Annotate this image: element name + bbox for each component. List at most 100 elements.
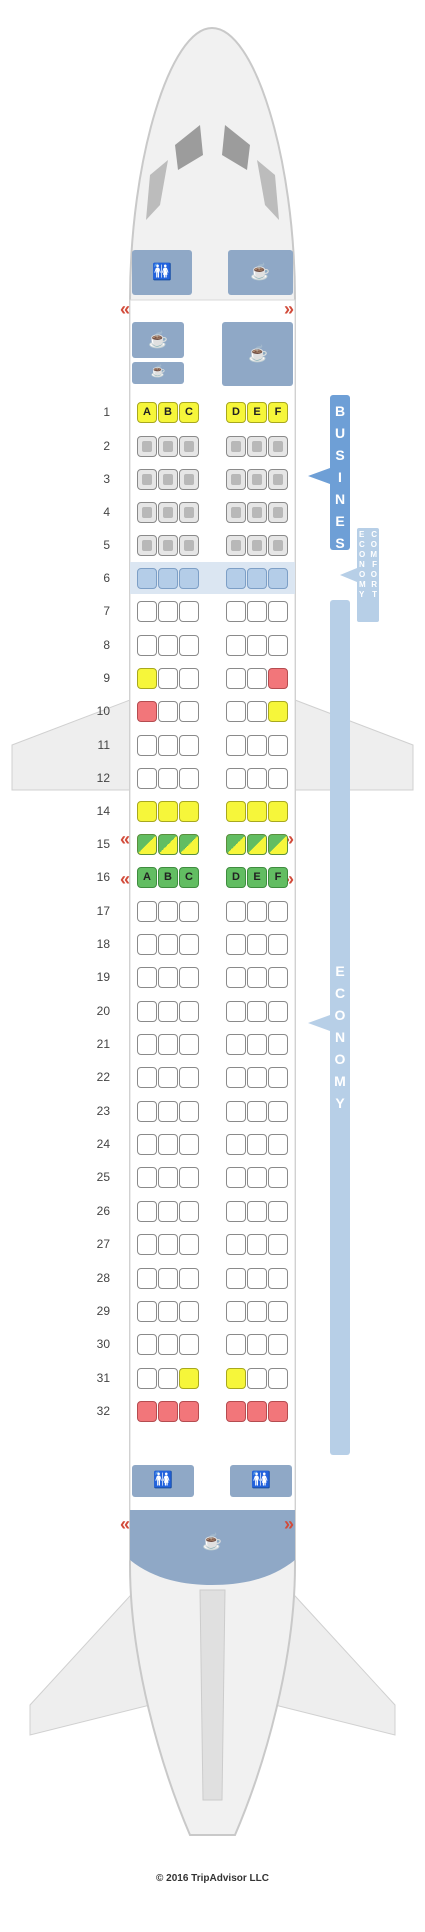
seat[interactable]: [247, 1401, 267, 1422]
seat[interactable]: D: [226, 867, 246, 888]
seat[interactable]: [226, 1067, 246, 1088]
seat[interactable]: [247, 502, 267, 523]
seat[interactable]: [268, 1334, 288, 1355]
seat[interactable]: [179, 1167, 199, 1188]
seat[interactable]: [158, 1301, 178, 1322]
seat[interactable]: [137, 1034, 157, 1055]
seat[interactable]: [137, 535, 157, 556]
seat[interactable]: [247, 1368, 267, 1389]
seat[interactable]: [226, 1001, 246, 1022]
seat[interactable]: C: [179, 402, 199, 423]
seat[interactable]: [268, 801, 288, 822]
seat[interactable]: [268, 568, 288, 589]
seat[interactable]: [137, 967, 157, 988]
seat[interactable]: [158, 535, 178, 556]
seat[interactable]: [247, 601, 267, 622]
seat[interactable]: [158, 1368, 178, 1389]
seat[interactable]: [226, 469, 246, 490]
seat[interactable]: [137, 1401, 157, 1422]
seat[interactable]: [226, 668, 246, 689]
seat[interactable]: [179, 1134, 199, 1155]
seat[interactable]: [179, 535, 199, 556]
seat[interactable]: [137, 768, 157, 789]
seat[interactable]: [247, 1301, 267, 1322]
seat[interactable]: [179, 1334, 199, 1355]
seat[interactable]: [247, 469, 267, 490]
seat[interactable]: [179, 601, 199, 622]
seat[interactable]: [247, 668, 267, 689]
seat[interactable]: [247, 1034, 267, 1055]
seat[interactable]: [158, 668, 178, 689]
seat[interactable]: [247, 967, 267, 988]
seat[interactable]: [268, 601, 288, 622]
seat[interactable]: [137, 801, 157, 822]
seat[interactable]: [158, 1401, 178, 1422]
seat[interactable]: B: [158, 402, 178, 423]
seat[interactable]: [268, 436, 288, 457]
seat[interactable]: [226, 535, 246, 556]
seat[interactable]: [268, 1268, 288, 1289]
seat[interactable]: [158, 967, 178, 988]
seat[interactable]: [179, 1001, 199, 1022]
seat[interactable]: [247, 701, 267, 722]
seat[interactable]: [226, 502, 246, 523]
seat[interactable]: [268, 635, 288, 656]
seat[interactable]: [137, 1368, 157, 1389]
seat[interactable]: [268, 535, 288, 556]
seat[interactable]: [247, 1001, 267, 1022]
seat[interactable]: [137, 834, 157, 855]
seat[interactable]: A: [137, 867, 157, 888]
seat[interactable]: [247, 635, 267, 656]
seat[interactable]: [179, 1368, 199, 1389]
seat[interactable]: [268, 1101, 288, 1122]
seat[interactable]: [179, 502, 199, 523]
seat[interactable]: [137, 1334, 157, 1355]
seat[interactable]: [226, 635, 246, 656]
seat[interactable]: [268, 1167, 288, 1188]
seat[interactable]: [158, 601, 178, 622]
seat[interactable]: [226, 1334, 246, 1355]
seat[interactable]: [158, 469, 178, 490]
seat[interactable]: [247, 436, 267, 457]
seat[interactable]: [158, 768, 178, 789]
seat[interactable]: [268, 469, 288, 490]
seat[interactable]: [179, 701, 199, 722]
seat[interactable]: [158, 436, 178, 457]
seat[interactable]: [137, 668, 157, 689]
seat[interactable]: [158, 502, 178, 523]
seat[interactable]: [226, 1201, 246, 1222]
seat[interactable]: [226, 768, 246, 789]
seat[interactable]: [268, 934, 288, 955]
seat[interactable]: C: [179, 867, 199, 888]
seat[interactable]: [179, 801, 199, 822]
seat[interactable]: [268, 1301, 288, 1322]
seat[interactable]: [226, 1301, 246, 1322]
seat[interactable]: [179, 568, 199, 589]
seat[interactable]: [247, 1234, 267, 1255]
seat[interactable]: [137, 901, 157, 922]
seat[interactable]: [137, 1167, 157, 1188]
seat[interactable]: [226, 1034, 246, 1055]
seat[interactable]: [179, 635, 199, 656]
seat[interactable]: [226, 1234, 246, 1255]
seat[interactable]: [137, 735, 157, 756]
seat[interactable]: [137, 1001, 157, 1022]
seat[interactable]: [179, 1067, 199, 1088]
seat[interactable]: [247, 901, 267, 922]
seat[interactable]: [179, 834, 199, 855]
seat[interactable]: [226, 801, 246, 822]
seat[interactable]: [268, 1034, 288, 1055]
seat[interactable]: [268, 834, 288, 855]
seat[interactable]: B: [158, 867, 178, 888]
seat[interactable]: [226, 1401, 246, 1422]
seat[interactable]: [226, 1268, 246, 1289]
seat[interactable]: [137, 1067, 157, 1088]
seat[interactable]: E: [247, 867, 267, 888]
seat[interactable]: [226, 735, 246, 756]
seat[interactable]: [247, 735, 267, 756]
seat[interactable]: [268, 735, 288, 756]
seat[interactable]: [226, 701, 246, 722]
seat[interactable]: [137, 502, 157, 523]
seat[interactable]: [158, 1268, 178, 1289]
seat[interactable]: [179, 1101, 199, 1122]
